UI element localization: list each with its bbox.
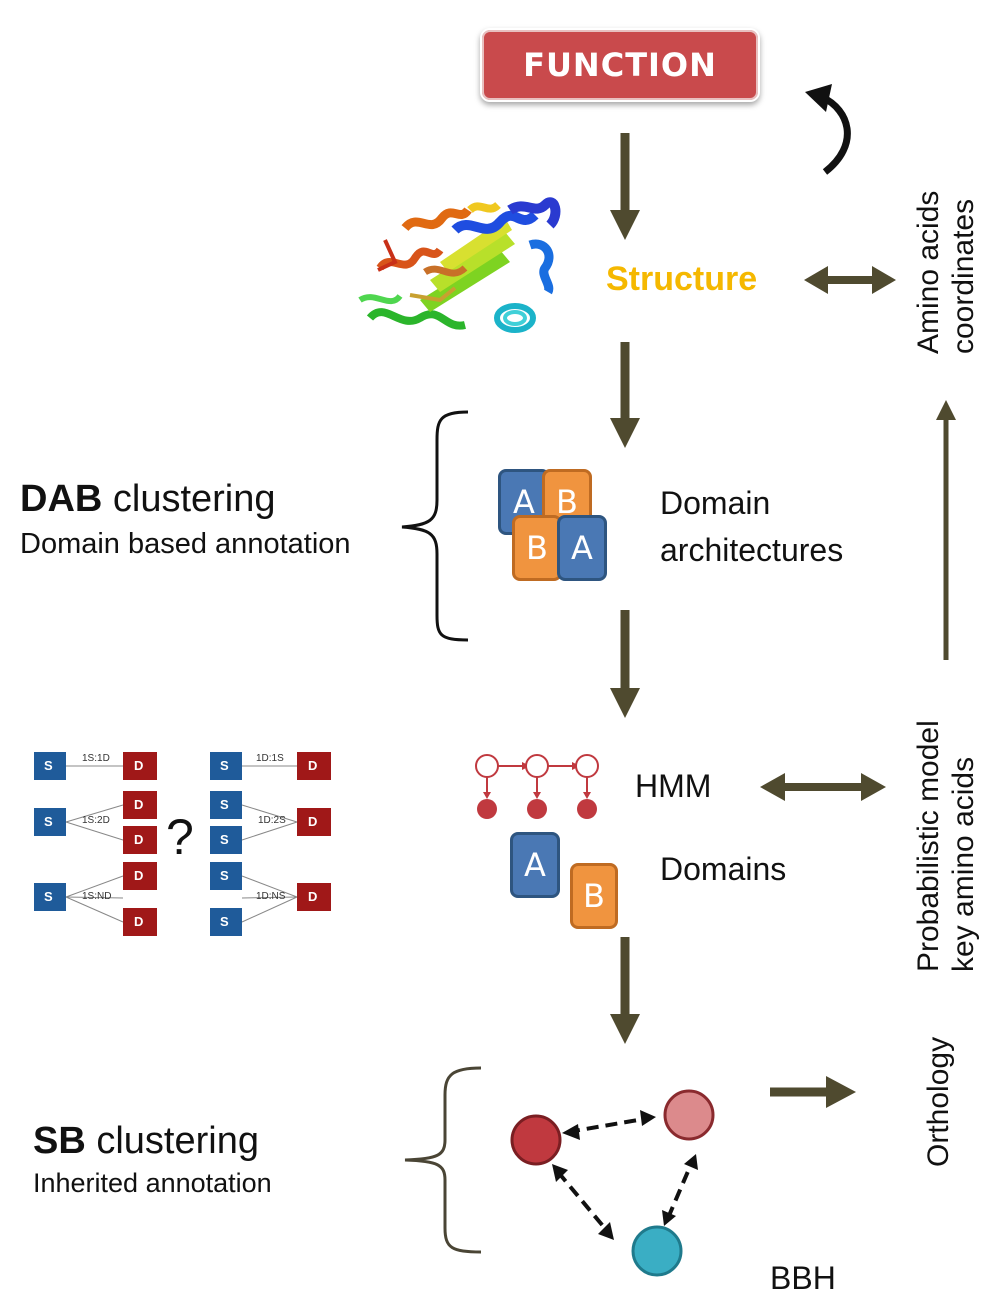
node-pink (663, 1089, 715, 1141)
sb-brace (404, 1066, 482, 1254)
function-box: FUNCTION (480, 28, 760, 102)
relation-label: 1D:NS (256, 891, 286, 902)
domain-architectures-line2: architectures (660, 532, 844, 568)
domain-architectures-line1: Domain (660, 485, 771, 521)
sb-title: SB clustering (33, 1120, 259, 1162)
dom-letter: D (134, 797, 144, 812)
dab-subtitle: Domain based annotation (20, 528, 351, 560)
relation-label: 1D:1S (256, 753, 284, 764)
structure-label: Structure (606, 260, 758, 298)
relation-label: 1S:2D (82, 815, 110, 826)
dom-letter: D (134, 832, 144, 847)
dab-brace (401, 410, 469, 642)
seq-letter: S (44, 889, 53, 904)
dom-letter: D (134, 914, 144, 929)
dom-letter: D (134, 758, 144, 773)
seq-letter: S (44, 758, 53, 773)
flow-arrow-structure-domains (610, 342, 640, 448)
double-arrow-structure (804, 266, 896, 294)
dab-title: DAB clustering (20, 478, 276, 520)
hmm-label: HMM (635, 768, 712, 804)
orthology-label: Orthology (922, 1036, 955, 1167)
domain-a-block: A (557, 515, 607, 581)
seq-letter: S (220, 758, 229, 773)
dom-letter: D (134, 868, 144, 883)
seq-letter: S (220, 868, 229, 883)
double-arrow-hmm (760, 773, 886, 801)
bbh-label: BBH (770, 1260, 836, 1296)
seq-letter: S (220, 797, 229, 812)
seq-letter: S (220, 832, 229, 847)
seq-letter: S (220, 914, 229, 929)
domain-b-block: B (512, 515, 562, 581)
seq-letter: S (44, 814, 53, 829)
probabilistic-model-label: Probabilistic model key amino acids (912, 720, 980, 972)
relation-label: 1D:2S (258, 815, 286, 826)
dom-letter: D (308, 814, 318, 829)
domain-a-block: A (510, 832, 560, 898)
node-teal (631, 1225, 683, 1277)
up-arrow-right (936, 400, 956, 660)
sb-subtitle: Inherited annotation (33, 1168, 272, 1198)
flow-arrow-hmm-nodes (610, 937, 640, 1044)
domain-b-block: B (570, 863, 618, 929)
orthology-arrow (770, 1076, 856, 1108)
relation-label: 1S:1D (82, 753, 110, 764)
question-mark: ? (166, 809, 194, 865)
node-red (510, 1114, 562, 1166)
dom-letter: D (308, 889, 318, 904)
amino-acids-label: Amino acids coordinates (912, 190, 980, 354)
relation-label: 1S:ND (82, 891, 112, 902)
hmm-graph (475, 754, 599, 819)
function-label: FUNCTION (523, 46, 717, 84)
flow-arrow-domains-hmm (610, 610, 640, 718)
bbh-graph (510, 1089, 715, 1277)
domains-label: Domains (660, 851, 787, 887)
protein-structure-image (358, 197, 561, 333)
flow-arrow-function-structure (610, 133, 640, 240)
curved-arrow-icon (805, 84, 851, 175)
dom-letter: D (308, 758, 318, 773)
